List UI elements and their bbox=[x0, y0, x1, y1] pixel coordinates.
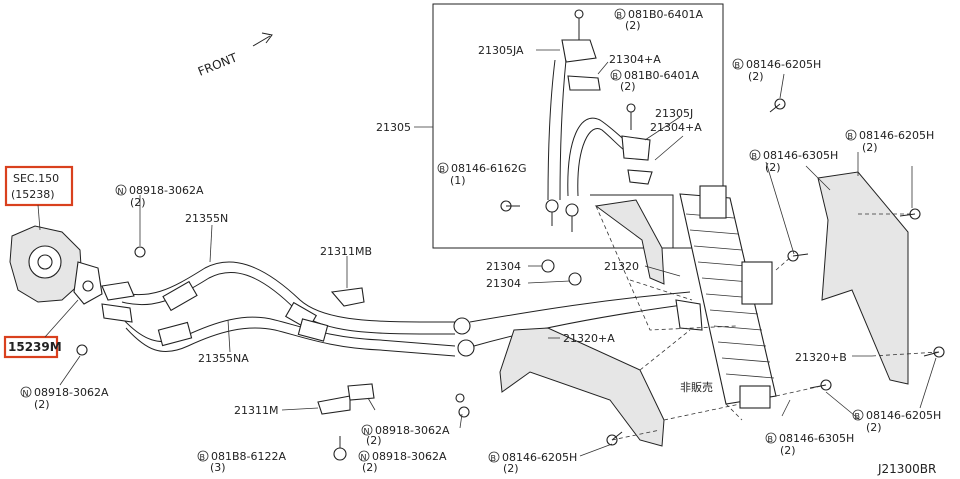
label-08918-mid1: 08918-3062A bbox=[375, 424, 450, 437]
label-08146-6162g-qty: (1) bbox=[450, 174, 466, 187]
sec150-ref: (15238) bbox=[11, 188, 55, 201]
label-21320: 21320 bbox=[604, 260, 639, 273]
inset-frame bbox=[432, 3, 724, 249]
label-08918-left: 08918-3062A bbox=[34, 386, 109, 399]
bolt-symbol: B bbox=[200, 453, 206, 462]
bolt-symbol: B bbox=[848, 132, 854, 141]
bracket-21320a bbox=[499, 327, 665, 447]
label-21304-a: 21304 bbox=[486, 260, 521, 273]
clamp-21311mb bbox=[330, 287, 365, 307]
fastener-icons bbox=[76, 9, 945, 461]
label-081b0-6401a-mid-qty: (2) bbox=[620, 80, 636, 93]
label-08146-6305h-top-qty: (2) bbox=[765, 161, 781, 174]
label-081b0-6401a-mid: 081B0-6401A bbox=[624, 69, 700, 82]
bolt-symbol: B bbox=[617, 11, 623, 20]
p15239m-label: 15239M bbox=[8, 340, 62, 354]
p15239m-highlight bbox=[3, 335, 59, 359]
nut-symbol: N bbox=[364, 427, 370, 436]
label-08146-6205h-br-qty: (2) bbox=[866, 421, 882, 434]
label-081b0-6401a-top: 081B0-6401A bbox=[628, 8, 704, 21]
bolt-symbol: B bbox=[440, 165, 446, 174]
diagram-id: J21300BR bbox=[877, 462, 936, 476]
label-21304-b: 21304 bbox=[486, 277, 521, 290]
upper-pipes bbox=[545, 39, 653, 232]
label-08146-6305h-bottom-qty: (2) bbox=[780, 444, 796, 457]
label-not-for-sale: 非販売 bbox=[680, 381, 713, 394]
label-08146-6305h-top: 08146-6305H bbox=[763, 149, 838, 162]
label-21320b: 21320+B bbox=[795, 351, 847, 364]
bolt-symbol: B bbox=[768, 435, 774, 444]
bolt-symbol: B bbox=[855, 412, 861, 421]
bolt-symbol: B bbox=[752, 152, 758, 161]
shroud-21320b bbox=[817, 171, 909, 385]
label-08918-top: 08918-3062A bbox=[129, 184, 204, 197]
label-08918-left-qty: (2) bbox=[34, 398, 50, 411]
bracket-21320 bbox=[594, 199, 665, 285]
front-label: FRONT bbox=[196, 50, 240, 79]
nut-symbol: N bbox=[23, 389, 29, 398]
label-21311m: 21311M bbox=[234, 404, 278, 417]
label-08146-6205h-top-qty: (2) bbox=[748, 70, 764, 83]
leader-lines bbox=[59, 49, 937, 457]
oil-hoses bbox=[101, 261, 691, 357]
label-08918-mid2-qty: (2) bbox=[362, 461, 378, 474]
label-08146-6205h-right: 08146-6205H bbox=[859, 129, 934, 142]
label-21311mb: 21311MB bbox=[320, 245, 372, 258]
oil-cooler-core bbox=[675, 185, 777, 409]
part-labels: N 08918-3062A (2) 21355N 21355NA 21311MB… bbox=[20, 8, 941, 476]
label-081b8-6122a: 081B8-6122A bbox=[211, 450, 287, 463]
label-21304a-mid: 21304+A bbox=[650, 121, 702, 134]
label-08146-6205h-bottom-qty: (2) bbox=[503, 462, 519, 475]
bolt-symbol: B bbox=[613, 72, 619, 81]
nut-symbol: N bbox=[361, 453, 367, 462]
label-081b8-6122a-qty: (3) bbox=[210, 461, 226, 474]
front-arrow: FRONT bbox=[196, 32, 273, 79]
label-21320a: 21320+A bbox=[563, 332, 615, 345]
label-21305: 21305 bbox=[376, 121, 411, 134]
label-08918-mid1-qty: (2) bbox=[366, 434, 382, 447]
label-08146-6205h-bottom: 08146-6205H bbox=[502, 451, 577, 464]
dashed-guides bbox=[595, 205, 940, 441]
label-21355n: 21355N bbox=[185, 212, 228, 225]
sec150-label: SEC.150 bbox=[13, 172, 59, 185]
oil-filter-bracket bbox=[9, 204, 103, 338]
label-21304a-top: 21304+A bbox=[609, 53, 661, 66]
bolt-symbol: B bbox=[491, 454, 497, 463]
nut-symbol: N bbox=[118, 187, 124, 196]
label-08146-6205h-top: 08146-6205H bbox=[746, 58, 821, 71]
label-08146-6162g: 08146-6162G bbox=[451, 162, 526, 175]
label-21355na: 21355NA bbox=[198, 352, 249, 365]
clamp-21311m bbox=[317, 395, 351, 415]
bolt-symbol: B bbox=[735, 61, 741, 70]
label-08146-6205h-right-qty: (2) bbox=[862, 141, 878, 154]
radiator-frame bbox=[590, 194, 674, 248]
sec150-highlight bbox=[4, 165, 74, 207]
label-08918-mid2: 08918-3062A bbox=[372, 450, 447, 463]
label-081b0-6401a-top-qty: (2) bbox=[625, 19, 641, 32]
label-21305ja: 21305JA bbox=[478, 44, 524, 57]
label-08146-6305h-bottom: 08146-6305H bbox=[779, 432, 854, 445]
label-08146-6205h-br: 08146-6205H bbox=[866, 409, 941, 422]
label-08918-top-qty: (2) bbox=[130, 196, 146, 209]
label-21305j: 21305J bbox=[655, 107, 693, 120]
